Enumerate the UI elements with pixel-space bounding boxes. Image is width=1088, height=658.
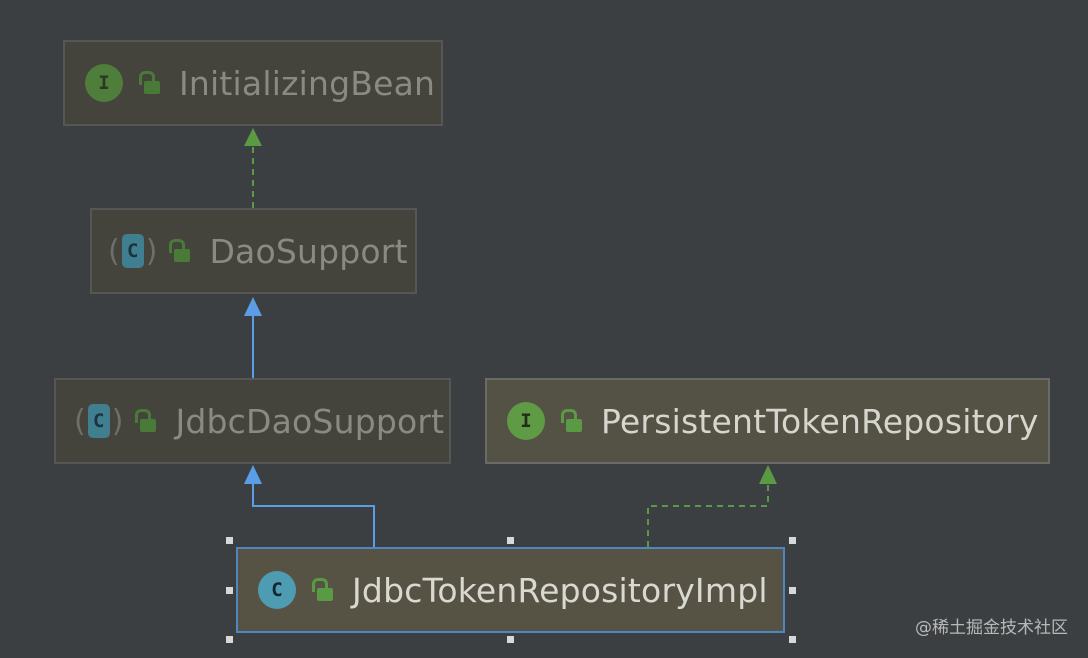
abstract-class-icon: ( C ) <box>74 403 124 439</box>
node-label: JdbcDaoSupport <box>175 401 445 441</box>
interface-icon: I <box>85 64 123 102</box>
node-jdbcdaosupport[interactable]: ( C ) JdbcDaoSupport <box>54 378 451 464</box>
resize-handle-bottom-left[interactable] <box>226 636 233 643</box>
unlocked-lock-icon <box>312 578 334 602</box>
unlocked-lock-icon <box>135 409 157 433</box>
arrowhead-initializingbean <box>244 128 262 146</box>
node-persistenttokenrepository[interactable]: I PersistentTokenRepository <box>485 378 1050 464</box>
resize-handle-middle-right[interactable] <box>789 587 796 594</box>
edge-impl-implements-persistenttokenrepository <box>647 484 769 547</box>
abstract-class-icon: ( C ) <box>108 233 158 269</box>
edge-impl-extends-jdbcdaosupport <box>252 484 375 547</box>
resize-handle-top-right[interactable] <box>789 537 796 544</box>
resize-handle-top-left[interactable] <box>226 537 233 544</box>
watermark: @稀土掘金技术社区 <box>915 618 1068 638</box>
resize-handle-bottom-middle[interactable] <box>507 636 514 643</box>
node-label: DaoSupport <box>209 231 408 271</box>
arrowhead-persistenttokenrepository <box>759 465 777 484</box>
class-icon: C <box>258 571 296 609</box>
arrowhead-jdbcdaosupport <box>244 465 262 484</box>
resize-handle-bottom-right[interactable] <box>789 636 796 643</box>
arrowhead-daosupport <box>244 297 262 316</box>
node-initializingbean[interactable]: I InitializingBean <box>63 40 443 126</box>
node-label: JdbcTokenRepositoryImpl <box>352 570 768 610</box>
interface-icon: I <box>507 402 545 440</box>
unlocked-lock-icon <box>139 71 161 95</box>
resize-handle-top-middle[interactable] <box>507 537 514 544</box>
node-label: PersistentTokenRepository <box>601 401 1039 441</box>
unlocked-lock-icon <box>169 239 191 263</box>
node-jdbctokenrepositoryimpl[interactable]: C JdbcTokenRepositoryImpl <box>236 547 785 633</box>
node-daosupport[interactable]: ( C ) DaoSupport <box>90 208 417 294</box>
node-label: InitializingBean <box>179 63 436 103</box>
resize-handle-middle-left[interactable] <box>226 587 233 594</box>
unlocked-lock-icon <box>561 409 583 433</box>
